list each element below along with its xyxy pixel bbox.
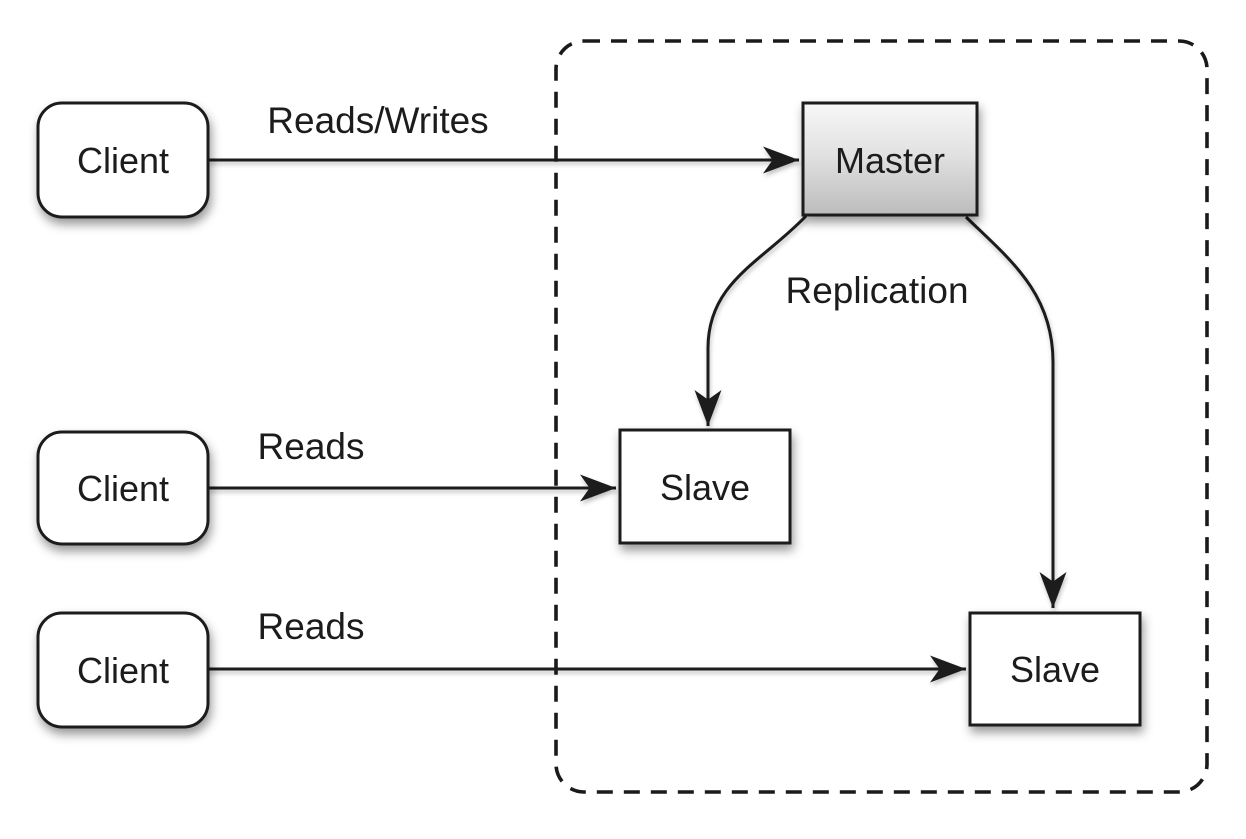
node-client-2-label: Client [77,468,169,509]
edge-label-replication: Replication [785,270,968,311]
edge-label-reads-writes: Reads/Writes [267,100,488,141]
node-master [801,101,979,217]
node-slave-1 [618,428,792,545]
edge-master-to-slave1-arrow [694,214,808,426]
replication-cluster-boundary [554,39,1209,794]
node-slave-1-label: Slave [660,467,750,508]
node-client-3-label: Client [77,650,169,691]
edge-label-reads-middle: Reads [258,426,365,467]
node-slave-2 [968,611,1142,727]
node-master-label: Master [835,140,945,181]
edge-label-reads-bottom: Reads [258,606,365,647]
node-client-2 [36,430,210,546]
edge-master-to-slave2-arrow [964,215,1067,608]
node-client-1-label: Client [77,140,169,181]
node-slave-2-label: Slave [1010,649,1100,690]
node-client-3 [36,611,210,729]
node-client-1 [36,101,210,219]
